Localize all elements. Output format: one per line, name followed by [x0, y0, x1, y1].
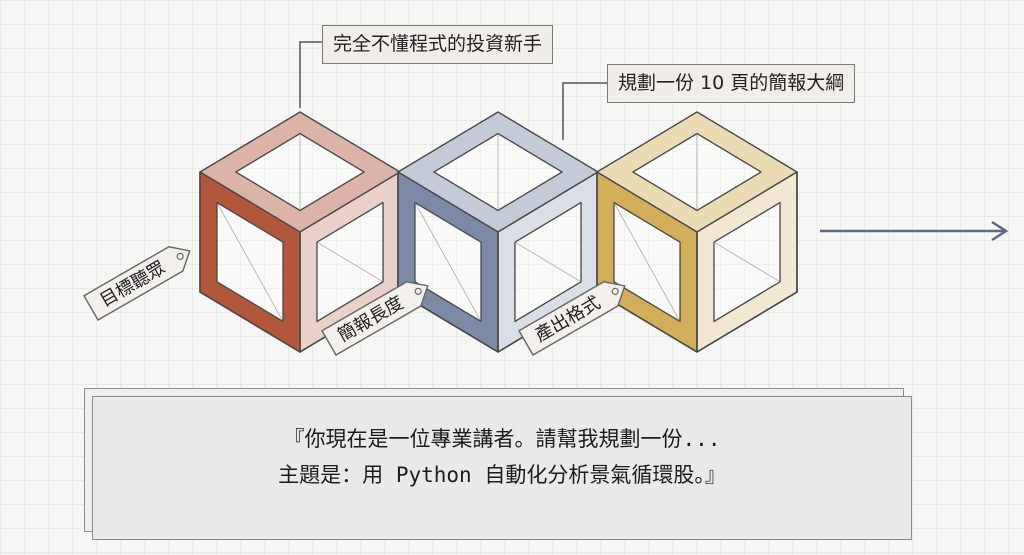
prompt-line-1: 『你現在是一位專業講者。請幫我規劃一份...	[283, 427, 721, 451]
prompt-box: 『你現在是一位專業講者。請幫我規劃一份... 主題是：用 Python 自動化分…	[92, 396, 912, 540]
outline-callout: 規劃一份 10 頁的簡報大綱	[607, 64, 856, 103]
leader-line-audience	[299, 41, 322, 108]
audience-callout: 完全不懂程式的投資新手	[322, 25, 554, 64]
leader-line-outline	[562, 82, 607, 140]
outline-callout-text: 規劃一份 10 頁的簡報大綱	[618, 72, 845, 94]
cube-format	[596, 111, 798, 353]
cubes-layer: 目標聽眾簡報長度產出格式	[83, 111, 798, 356]
prompt-line-2: 主題是：用 Python 自動化分析景氣循環股。』	[278, 463, 726, 487]
audience-callout-text: 完全不懂程式的投資新手	[333, 33, 543, 55]
prompt-text: 『你現在是一位專業講者。請幫我規劃一份... 主題是：用 Python 自動化分…	[93, 421, 911, 493]
cube-tag-audience: 目標聽眾	[83, 246, 191, 321]
cube-audience	[199, 111, 401, 353]
right-arrow-icon	[820, 220, 1009, 242]
